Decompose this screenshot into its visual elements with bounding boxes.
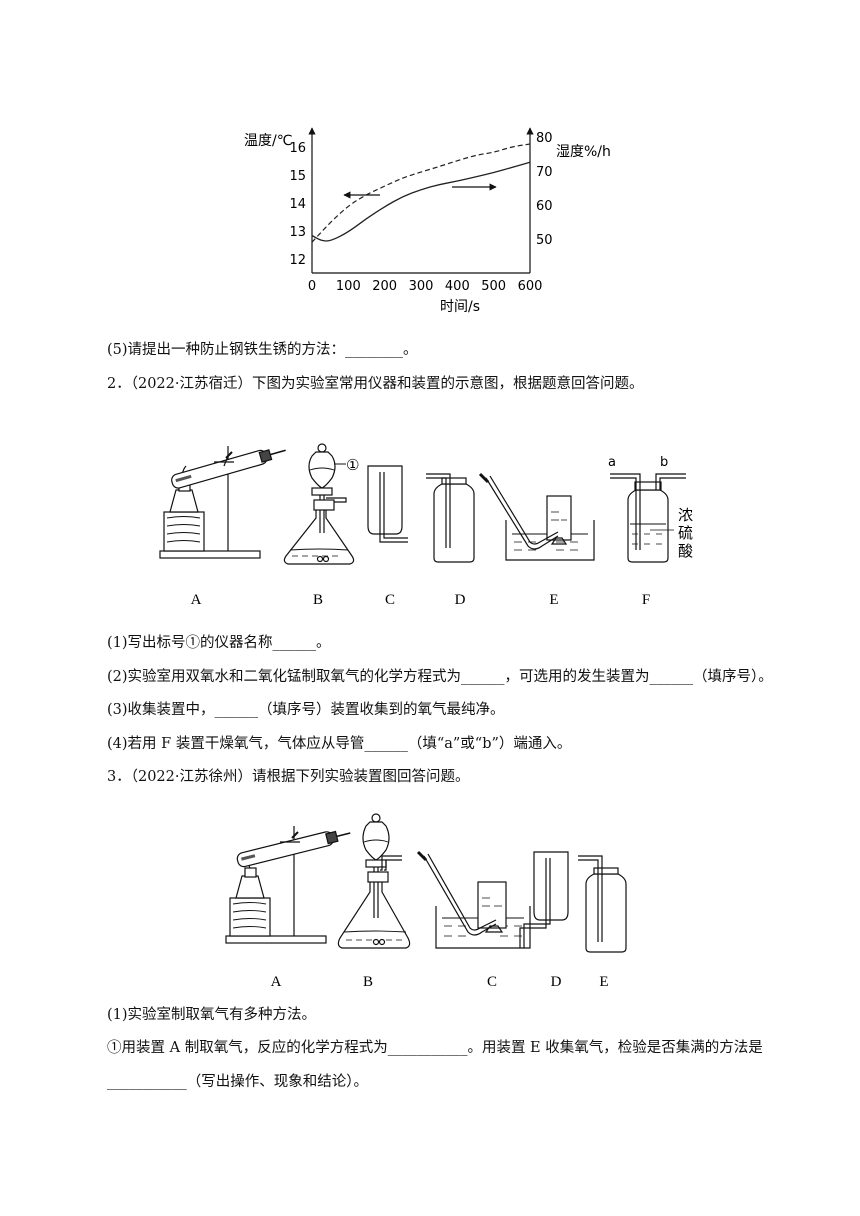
q2-part1: (1)写出标号①的仪器名称______。 [107, 635, 331, 651]
right-y-tick-label: 60 [536, 199, 553, 214]
x-tick-label: 300 [409, 279, 434, 294]
left-y-tick-label: 13 [289, 225, 306, 240]
left-y-tick-label: 14 [289, 197, 306, 212]
fig3-label-b: B [363, 974, 373, 990]
fig2-label-d: D [455, 592, 466, 608]
q2-part3: (3)收集装置中，______（填序号）装置收集到的氧气最纯净。 [107, 702, 505, 718]
x-tick-label: 500 [481, 279, 506, 294]
fig3-label-a: A [271, 974, 282, 990]
left-y-tick-label: 12 [289, 253, 306, 268]
apparatus-b [283, 443, 355, 565]
right-y-tick-label: 50 [536, 233, 553, 248]
x-tick-label: 0 [308, 279, 316, 294]
q3-part1-item1: ①用装置 A 制取氧气，反应的化学方程式为___________。用装置 E 收… [107, 1040, 763, 1056]
apparatus-e [478, 472, 595, 561]
acid-label-2: 硫 [678, 524, 693, 542]
right-y-tick-label: 80 [536, 131, 553, 146]
temperature-humidity-chart: 0 100 200 300 400 500 600 12 13 14 15 16 50 60 70 80 温度… [244, 127, 611, 315]
apparatus-e [578, 855, 627, 953]
x-tick-label: 200 [372, 279, 397, 294]
fig2-label-a: A [191, 592, 202, 608]
fig2-label-b: B [313, 592, 323, 608]
marker-1-label: ① [346, 456, 359, 474]
fig2-label-c: C [385, 592, 395, 608]
fig3-label-d: D [551, 974, 562, 990]
acid-label-3: 酸 [678, 542, 693, 560]
apparatus-c [367, 465, 408, 543]
q3-part1: (1)实验室制取氧气有多种方法。 [107, 1007, 317, 1023]
temperature-series-line [311, 143, 531, 243]
left-y-tick-label: 16 [289, 141, 306, 156]
fig3-label-e: E [599, 974, 608, 990]
x-tick-label: 100 [336, 279, 361, 294]
q2-header: 2．（2022·江苏宿迁）下图为实验室常用仪器和装置的示意图，根据题意回答问题。 [107, 376, 644, 392]
apparatus-c [416, 850, 531, 949]
port-b-label: b [660, 455, 668, 470]
left-y-tick-label: 15 [289, 169, 306, 184]
figure-2-apparatus: ① a b 浓 硫 酸 A B C D E F [159, 443, 693, 608]
x-axis-label: 时间/s [440, 299, 480, 315]
port-a-label: a [608, 455, 616, 470]
fig2-label-f: F [642, 592, 650, 608]
apparatus-d [426, 473, 475, 563]
apparatus-a [225, 826, 351, 944]
q3-part1-item1-cont: ___________（写出操作、现象和结论）。 [107, 1074, 368, 1090]
fig2-label-e: E [549, 592, 558, 608]
q1-part5: (5)请提出一种防止钢铁生锈的方法：________。 [107, 342, 418, 358]
q2-part2: (2)实验室用双氧水和二氧化锰制取氧气的化学方程式为______，可选用的发生装… [107, 669, 773, 685]
apparatus-f [610, 473, 686, 563]
q3-header: 3．（2022·江苏徐州）请根据下列实验装置图回答问题。 [107, 769, 470, 785]
x-tick-label: 600 [518, 279, 543, 294]
left-axis-label: 温度/℃ [244, 133, 292, 149]
q2-part4: (4)若用 F 装置干燥氧气，气体应从导管______（填“a”或“b”）端通入… [107, 736, 572, 752]
apparatus-b [337, 813, 411, 949]
humidity-series-line [311, 161, 531, 242]
acid-label-1: 浓 [678, 506, 693, 524]
right-axis-label: 湿度%/h [556, 144, 611, 160]
x-tick-label: 400 [445, 279, 470, 294]
figure-3-apparatus: A B C D E [225, 813, 627, 990]
right-y-tick-label: 70 [536, 165, 553, 180]
apparatus-d [519, 851, 569, 948]
fig3-label-c: C [487, 974, 497, 990]
apparatus-a [159, 446, 286, 559]
